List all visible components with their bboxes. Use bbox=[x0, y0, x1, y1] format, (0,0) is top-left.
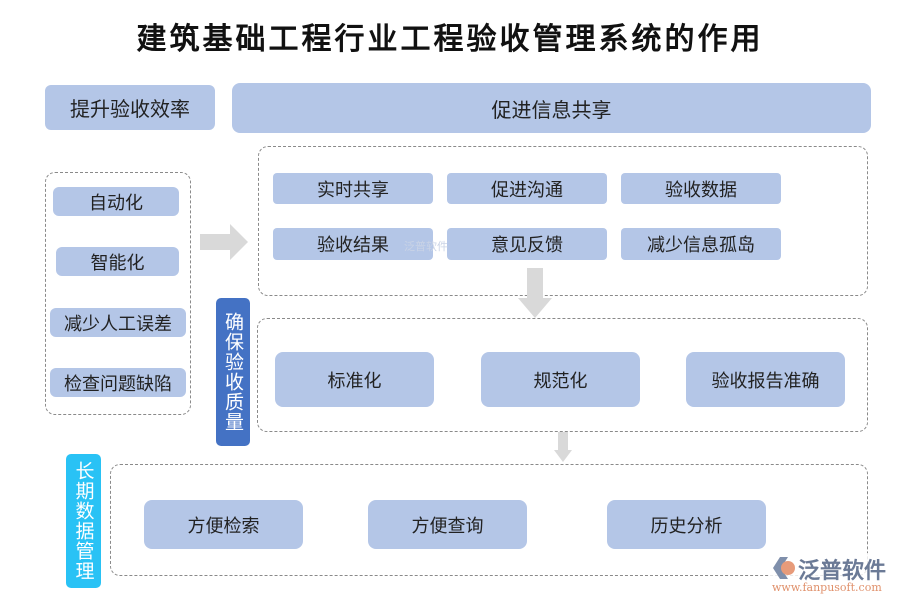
data-mgmt-label: 长期数据管理 bbox=[66, 454, 101, 588]
item-feedback: 意见反馈 bbox=[447, 228, 607, 260]
item-realtime-share: 实时共享 bbox=[273, 173, 433, 204]
item-reduce-errors: 减少人工误差 bbox=[50, 308, 186, 337]
center-watermark: 泛普软件 bbox=[404, 240, 448, 253]
fanpu-logo-icon bbox=[773, 557, 795, 579]
item-history-analysis: 历史分析 bbox=[607, 500, 766, 549]
item-acceptance-results: 验收结果 bbox=[273, 228, 433, 260]
brand-url: www.fanpusoft.com bbox=[772, 581, 882, 594]
data-mgmt-group bbox=[110, 464, 868, 576]
item-easy-query: 方便查询 bbox=[368, 500, 527, 549]
item-accurate-report: 验收报告准确 bbox=[686, 352, 845, 407]
item-communication: 促进沟通 bbox=[447, 173, 607, 204]
item-intelligent: 智能化 bbox=[56, 247, 179, 276]
item-check-defects: 检查问题缺陷 bbox=[50, 368, 186, 397]
sharing-group bbox=[258, 146, 868, 296]
quality-label: 确保验收质量 bbox=[216, 298, 250, 446]
item-normalization: 规范化 bbox=[481, 352, 640, 407]
header-info-sharing: 促进信息共享 bbox=[232, 83, 871, 133]
page-title: 建筑基础工程行业工程验收管理系统的作用 bbox=[136, 22, 764, 57]
quality-group bbox=[257, 318, 868, 432]
arrow-right-icon bbox=[200, 224, 248, 260]
efficiency-group bbox=[45, 172, 191, 415]
item-acceptance-data: 验收数据 bbox=[621, 173, 781, 204]
brand-watermark: 泛普软件 www.fanpusoft.com bbox=[770, 553, 895, 598]
brand-name: 泛普软件 bbox=[798, 559, 887, 584]
item-easy-retrieval: 方便检索 bbox=[144, 500, 303, 549]
arrow-down-small-icon bbox=[554, 432, 572, 462]
header-improve-efficiency: 提升验收效率 bbox=[45, 85, 215, 130]
item-automation: 自动化 bbox=[53, 187, 179, 216]
arrow-down-icon bbox=[518, 268, 552, 318]
item-standardization: 标准化 bbox=[275, 352, 434, 407]
item-reduce-silos: 减少信息孤岛 bbox=[621, 228, 781, 260]
